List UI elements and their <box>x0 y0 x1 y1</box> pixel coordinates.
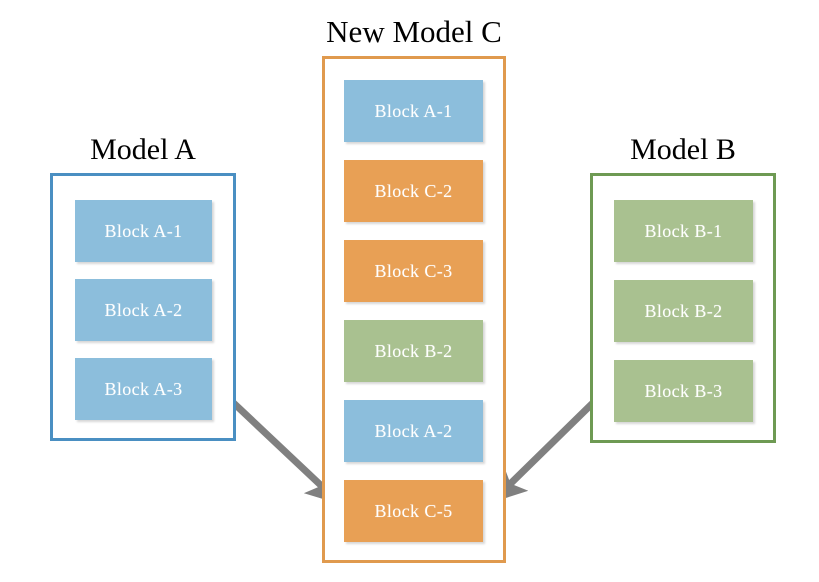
block-a-1[interactable]: Block A-1 <box>75 200 212 262</box>
block-c-slot-3-c-3[interactable]: Block C-3 <box>344 240 483 302</box>
block-b-2[interactable]: Block B-2 <box>614 280 753 342</box>
model-a-title: Model A <box>90 133 196 166</box>
arrow-model-b-to-model-c <box>490 391 605 503</box>
block-c-slot-2-c-2[interactable]: Block C-2 <box>344 160 483 222</box>
block-c-slot-4-b-2[interactable]: Block B-2 <box>344 320 483 382</box>
model-c-title: New Model C <box>326 14 502 49</box>
arrow-model-a-to-model-c <box>221 391 342 505</box>
model-b-title: Model B <box>630 133 736 166</box>
block-b-3[interactable]: Block B-3 <box>614 360 753 422</box>
block-b-1[interactable]: Block B-1 <box>614 200 753 262</box>
block-a-3[interactable]: Block A-3 <box>75 358 212 420</box>
block-a-2[interactable]: Block A-2 <box>75 279 212 341</box>
block-c-slot-5-a-2[interactable]: Block A-2 <box>344 400 483 462</box>
block-c-slot-1-a-1[interactable]: Block A-1 <box>344 80 483 142</box>
block-c-slot-6-c-5[interactable]: Block C-5 <box>344 480 483 542</box>
